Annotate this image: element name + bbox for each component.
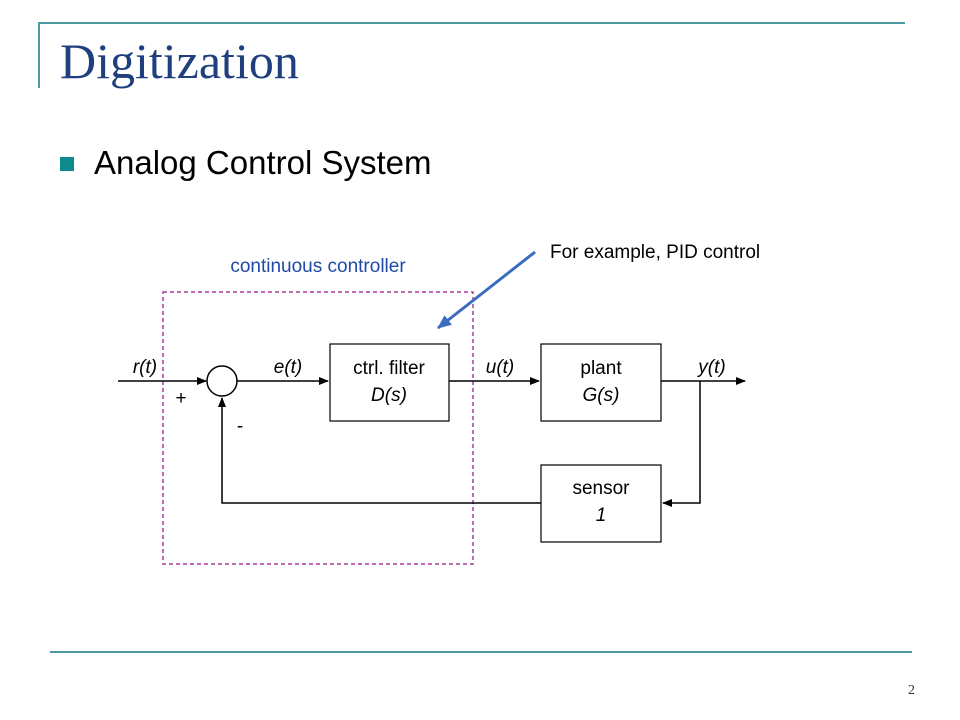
bullet-square-icon	[60, 157, 74, 171]
bullet-text: Analog Control System	[94, 144, 432, 181]
output-signal-label: y(t)	[696, 357, 725, 378]
summing-plus-sign: +	[175, 388, 186, 409]
feedback-line-to-junction	[218, 397, 541, 504]
error-signal-label: e(t)	[274, 357, 303, 378]
control-signal-label: u(t)	[486, 357, 515, 378]
controller-block-transfer: D(s)	[371, 385, 407, 406]
reference-signal-label: r(t)	[133, 357, 157, 378]
controller-group-label: continuous controller	[230, 256, 406, 277]
plant-block	[540, 343, 662, 422]
sensor-block	[540, 464, 662, 543]
page-number: 2	[908, 683, 915, 698]
summing-minus-sign: -	[237, 416, 243, 437]
slide-title: Digitization	[60, 33, 299, 89]
feedback-line-to-sensor	[662, 381, 701, 507]
controller-block-name: ctrl. filter	[353, 358, 425, 379]
plant-block-transfer: G(s)	[583, 385, 620, 406]
slide-frame-left-line	[38, 22, 40, 88]
plant-block-name: plant	[580, 358, 622, 379]
annotation-text: For example, PID control	[550, 242, 760, 263]
slide-frame-bottom-line	[50, 651, 912, 653]
controller-group-box	[162, 291, 474, 565]
annotation-arrow	[437, 250, 536, 330]
summing-junction	[206, 365, 238, 397]
sensor-block-transfer: 1	[596, 505, 607, 526]
slide-frame-top-line	[38, 22, 905, 24]
controller-block	[329, 343, 450, 422]
sensor-block-name: sensor	[572, 478, 630, 499]
